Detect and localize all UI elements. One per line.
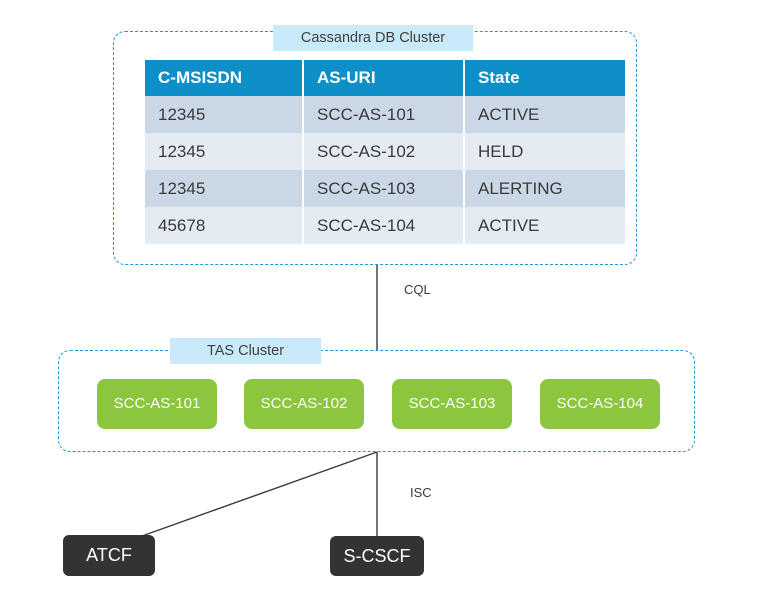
cell-state: ACTIVE: [464, 96, 625, 133]
column-header-as-uri: AS-URI: [303, 60, 465, 96]
cell-c-msisdn: 12345: [145, 133, 304, 170]
cell-state: ALERTING: [464, 170, 625, 207]
tas-cluster-title: TAS Cluster: [170, 338, 321, 364]
network-node-s-cscf[interactable]: S-CSCF: [330, 536, 424, 576]
table-row: 12345 SCC-AS-101 ACTIVE: [145, 96, 625, 133]
tas-cluster-box: [58, 350, 695, 452]
cell-as-uri: SCC-AS-102: [303, 133, 465, 170]
link-label-isc: ISC: [410, 485, 432, 500]
cell-state: ACTIVE: [464, 207, 625, 244]
network-node-atcf[interactable]: ATCF: [63, 535, 155, 576]
column-header-c-msisdn: C-MSISDN: [145, 60, 304, 96]
as-node-scc-as-104[interactable]: SCC-AS-104: [540, 379, 660, 429]
cell-as-uri: SCC-AS-101: [303, 96, 465, 133]
link-label-cql: CQL: [404, 282, 431, 297]
cell-c-msisdn: 12345: [145, 96, 304, 133]
table-row: 12345 SCC-AS-102 HELD: [145, 133, 625, 170]
as-node-scc-as-102[interactable]: SCC-AS-102: [244, 379, 364, 429]
cassandra-db-cluster-title: Cassandra DB Cluster: [273, 25, 473, 51]
table-row: 12345 SCC-AS-103 ALERTING: [145, 170, 625, 207]
cell-c-msisdn: 45678: [145, 207, 304, 244]
cell-state: HELD: [464, 133, 625, 170]
connector-atcf: [141, 451, 378, 537]
cell-as-uri: SCC-AS-103: [303, 170, 465, 207]
table-header-row: C-MSISDN AS-URI State: [145, 60, 625, 96]
as-node-scc-as-103[interactable]: SCC-AS-103: [392, 379, 512, 429]
table-row: 45678 SCC-AS-104 ACTIVE: [145, 207, 625, 244]
cell-c-msisdn: 12345: [145, 170, 304, 207]
column-header-state: State: [464, 60, 625, 96]
cassandra-db-table: C-MSISDN AS-URI State 12345 SCC-AS-101 A…: [145, 60, 625, 244]
cell-as-uri: SCC-AS-104: [303, 207, 465, 244]
as-node-scc-as-101[interactable]: SCC-AS-101: [97, 379, 217, 429]
